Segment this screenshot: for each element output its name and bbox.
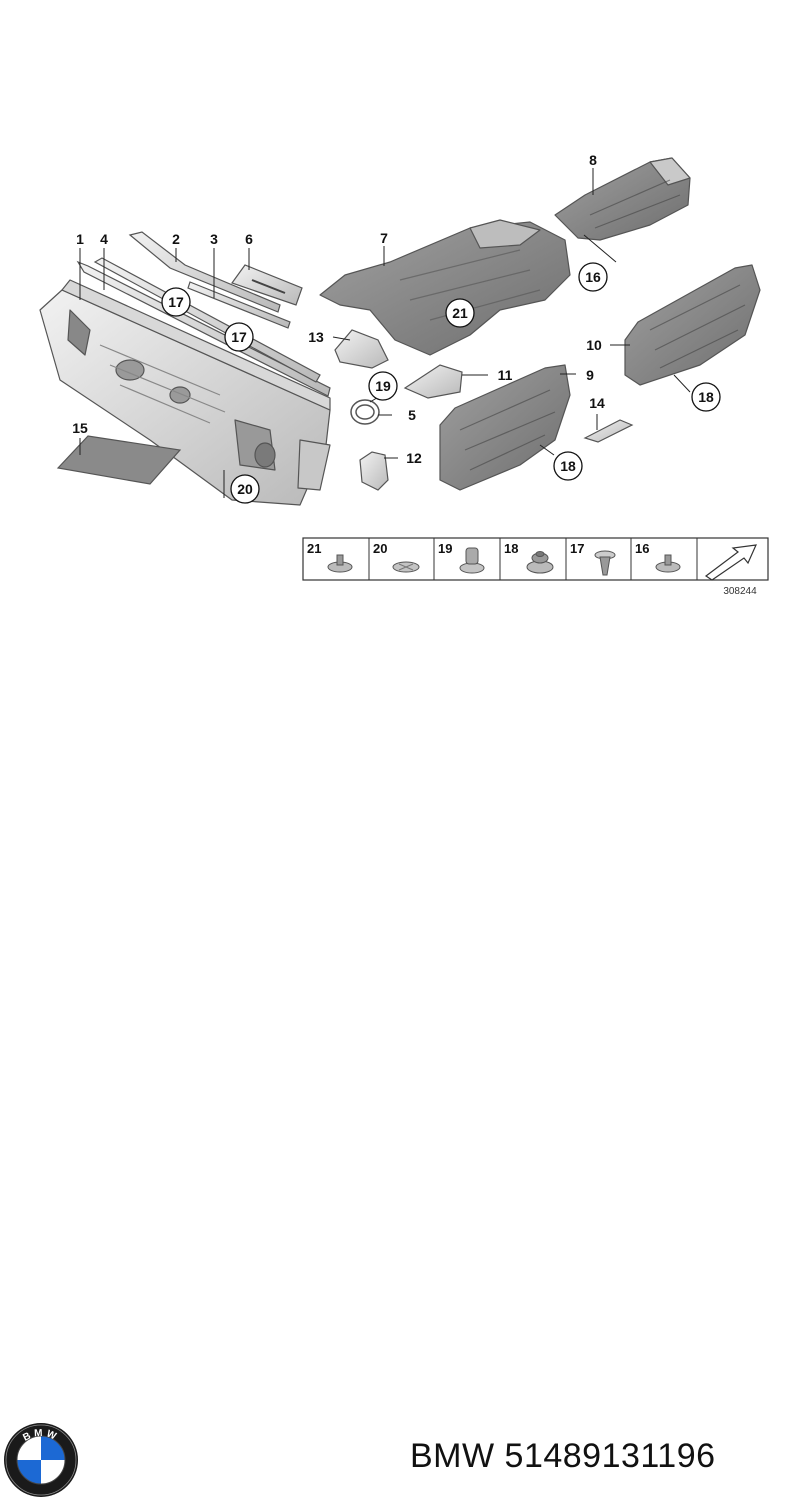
footer: BMW BMW 51489131196 — [0, 700, 800, 1497]
callout-4: 4 — [100, 231, 108, 247]
callout-9: 9 — [586, 367, 594, 383]
fastener-icon-20 — [392, 561, 420, 573]
parts-diagram: 1 4 2 3 6 17 17 7 8 16 21 13 10 18 11 9 … — [39, 152, 769, 597]
callout-labels: 1 4 2 3 6 17 17 7 8 16 21 13 10 18 11 9 … — [72, 152, 714, 497]
side-insulation-9 — [439, 364, 571, 491]
leader-lines — [79, 168, 691, 498]
tunnel-cover — [554, 157, 691, 241]
callout-17a: 17 — [168, 294, 184, 310]
side-insulation-10 — [624, 264, 761, 386]
trim-strips — [76, 231, 331, 397]
mat-part-15 — [56, 435, 182, 485]
callout-19: 19 — [375, 378, 391, 394]
bracket-part-6 — [231, 264, 303, 306]
reference-code: 308244 — [723, 586, 757, 597]
callout-6: 6 — [245, 231, 253, 247]
fastener-icon-18 — [526, 551, 554, 574]
direction-arrow-icon — [704, 544, 757, 581]
fastener-icon-16 — [655, 554, 681, 573]
bracket-part-13 — [334, 329, 389, 369]
brand-name: BMW — [410, 1437, 495, 1475]
hardware-label-20: 20 — [373, 541, 387, 556]
tunnel-insulation — [319, 219, 571, 356]
callout-21: 21 — [452, 305, 468, 321]
part-number: 51489131196 — [504, 1437, 716, 1475]
bracket-part-11 — [403, 364, 463, 399]
fastener-icon-17 — [594, 550, 616, 576]
callout-14: 14 — [589, 395, 605, 411]
ring-part-5 — [350, 399, 380, 425]
hardware-label-16: 16 — [635, 541, 649, 556]
hardware-label-19: 19 — [438, 541, 452, 556]
hardware-label-21: 21 — [307, 541, 321, 556]
callout-18b: 18 — [560, 458, 576, 474]
callout-17b: 17 — [231, 329, 247, 345]
bmw-logo: BMW — [4, 1423, 78, 1497]
hardware-label-17: 17 — [570, 541, 584, 556]
callout-8: 8 — [589, 152, 597, 168]
fastener-icon-21 — [327, 554, 353, 573]
callout-20: 20 — [237, 481, 253, 497]
callout-12: 12 — [406, 450, 422, 466]
bulkhead-panel — [39, 279, 331, 506]
bracket-part-14 — [583, 419, 634, 443]
callout-10: 10 — [586, 337, 602, 353]
callout-13: 13 — [308, 329, 324, 345]
callout-15: 15 — [72, 420, 88, 436]
callout-5: 5 — [408, 407, 416, 423]
callout-11: 11 — [498, 367, 513, 383]
callout-circles — [161, 262, 721, 504]
hardware-strip: 21 20 19 18 17 16 — [302, 537, 769, 597]
clip-part-12 — [359, 451, 389, 491]
callout-16: 16 — [585, 269, 601, 285]
callout-3: 3 — [210, 231, 218, 247]
callout-2: 2 — [172, 231, 180, 247]
fastener-icon-19 — [459, 547, 485, 574]
callout-7: 7 — [380, 230, 388, 246]
hardware-label-18: 18 — [504, 541, 518, 556]
part-identifier: BMW 51489131196 — [410, 1437, 716, 1476]
callout-18a: 18 — [698, 389, 714, 405]
callout-1: 1 — [76, 231, 84, 247]
